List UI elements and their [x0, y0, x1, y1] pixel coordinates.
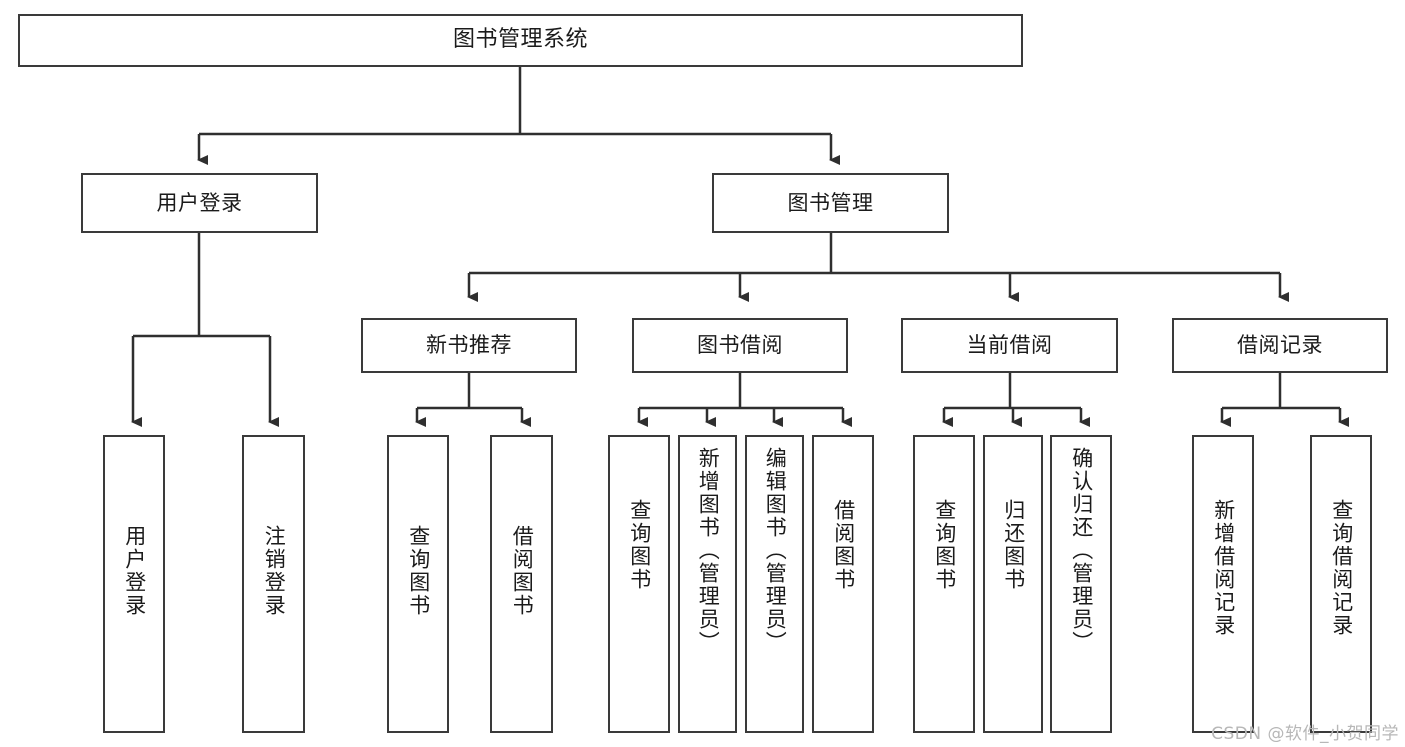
node-label: 归还图书 [1001, 499, 1026, 591]
node-leaf-confirm-return[interactable]: 确认归还（管理员） [1050, 435, 1112, 733]
node-label: 图书管理系统 [452, 27, 588, 53]
node-leaf-add-book[interactable]: 新增图书（管理员） [678, 435, 737, 733]
node-leaf-query-book-borrow[interactable]: 查询图书 [608, 435, 670, 733]
node-label: 当前借阅 [966, 333, 1053, 358]
node-leaf-query-borrow-record[interactable]: 查询借阅记录 [1310, 435, 1372, 733]
node-label: 确认归还（管理员） [1069, 447, 1094, 654]
node-new-book-recommend[interactable]: 新书推荐 [361, 318, 577, 373]
node-label: 图书管理 [787, 190, 874, 215]
node-label: 查询图书 [406, 525, 431, 617]
node-label: 查询图书 [932, 499, 957, 591]
node-leaf-return-book[interactable]: 归还图书 [983, 435, 1043, 733]
node-label: 用户登录 [156, 190, 243, 215]
node-leaf-user-logout[interactable]: 注销登录 [242, 435, 305, 733]
node-label: 图书借阅 [697, 333, 783, 358]
node-leaf-borrow-book[interactable]: 借阅图书 [812, 435, 874, 733]
node-label: 借阅图书 [831, 499, 856, 591]
node-label: 用户登录 [122, 525, 147, 617]
node-borrow-record[interactable]: 借阅记录 [1172, 318, 1388, 373]
node-label: 查询借阅记录 [1329, 499, 1354, 637]
node-label: 查询图书 [627, 499, 652, 591]
node-leaf-add-borrow-record[interactable]: 新增借阅记录 [1192, 435, 1254, 733]
node-label: 借阅图书 [510, 525, 535, 617]
node-book-borrow[interactable]: 图书借阅 [632, 318, 848, 373]
node-label: 新书推荐 [426, 333, 512, 358]
node-root-book-management-system[interactable]: 图书管理系统 [18, 14, 1023, 67]
node-leaf-borrow-book-recommend[interactable]: 借阅图书 [490, 435, 553, 733]
node-user-login[interactable]: 用户登录 [81, 173, 318, 233]
node-leaf-user-login[interactable]: 用户登录 [103, 435, 165, 733]
node-book-management[interactable]: 图书管理 [712, 173, 949, 233]
node-current-borrow[interactable]: 当前借阅 [901, 318, 1118, 373]
node-label: 新增借阅记录 [1211, 499, 1236, 637]
node-label: 新增图书（管理员） [696, 447, 721, 654]
node-leaf-query-book-current[interactable]: 查询图书 [913, 435, 975, 733]
csdn-watermark: CSDN @软件_小贺同学 [1211, 724, 1399, 744]
node-leaf-query-book-recommend[interactable]: 查询图书 [387, 435, 449, 733]
node-label: 注销登录 [262, 525, 287, 617]
node-leaf-edit-book[interactable]: 编辑图书（管理员） [745, 435, 804, 733]
node-label: 借阅记录 [1237, 333, 1323, 358]
node-label: 编辑图书（管理员） [763, 447, 788, 654]
